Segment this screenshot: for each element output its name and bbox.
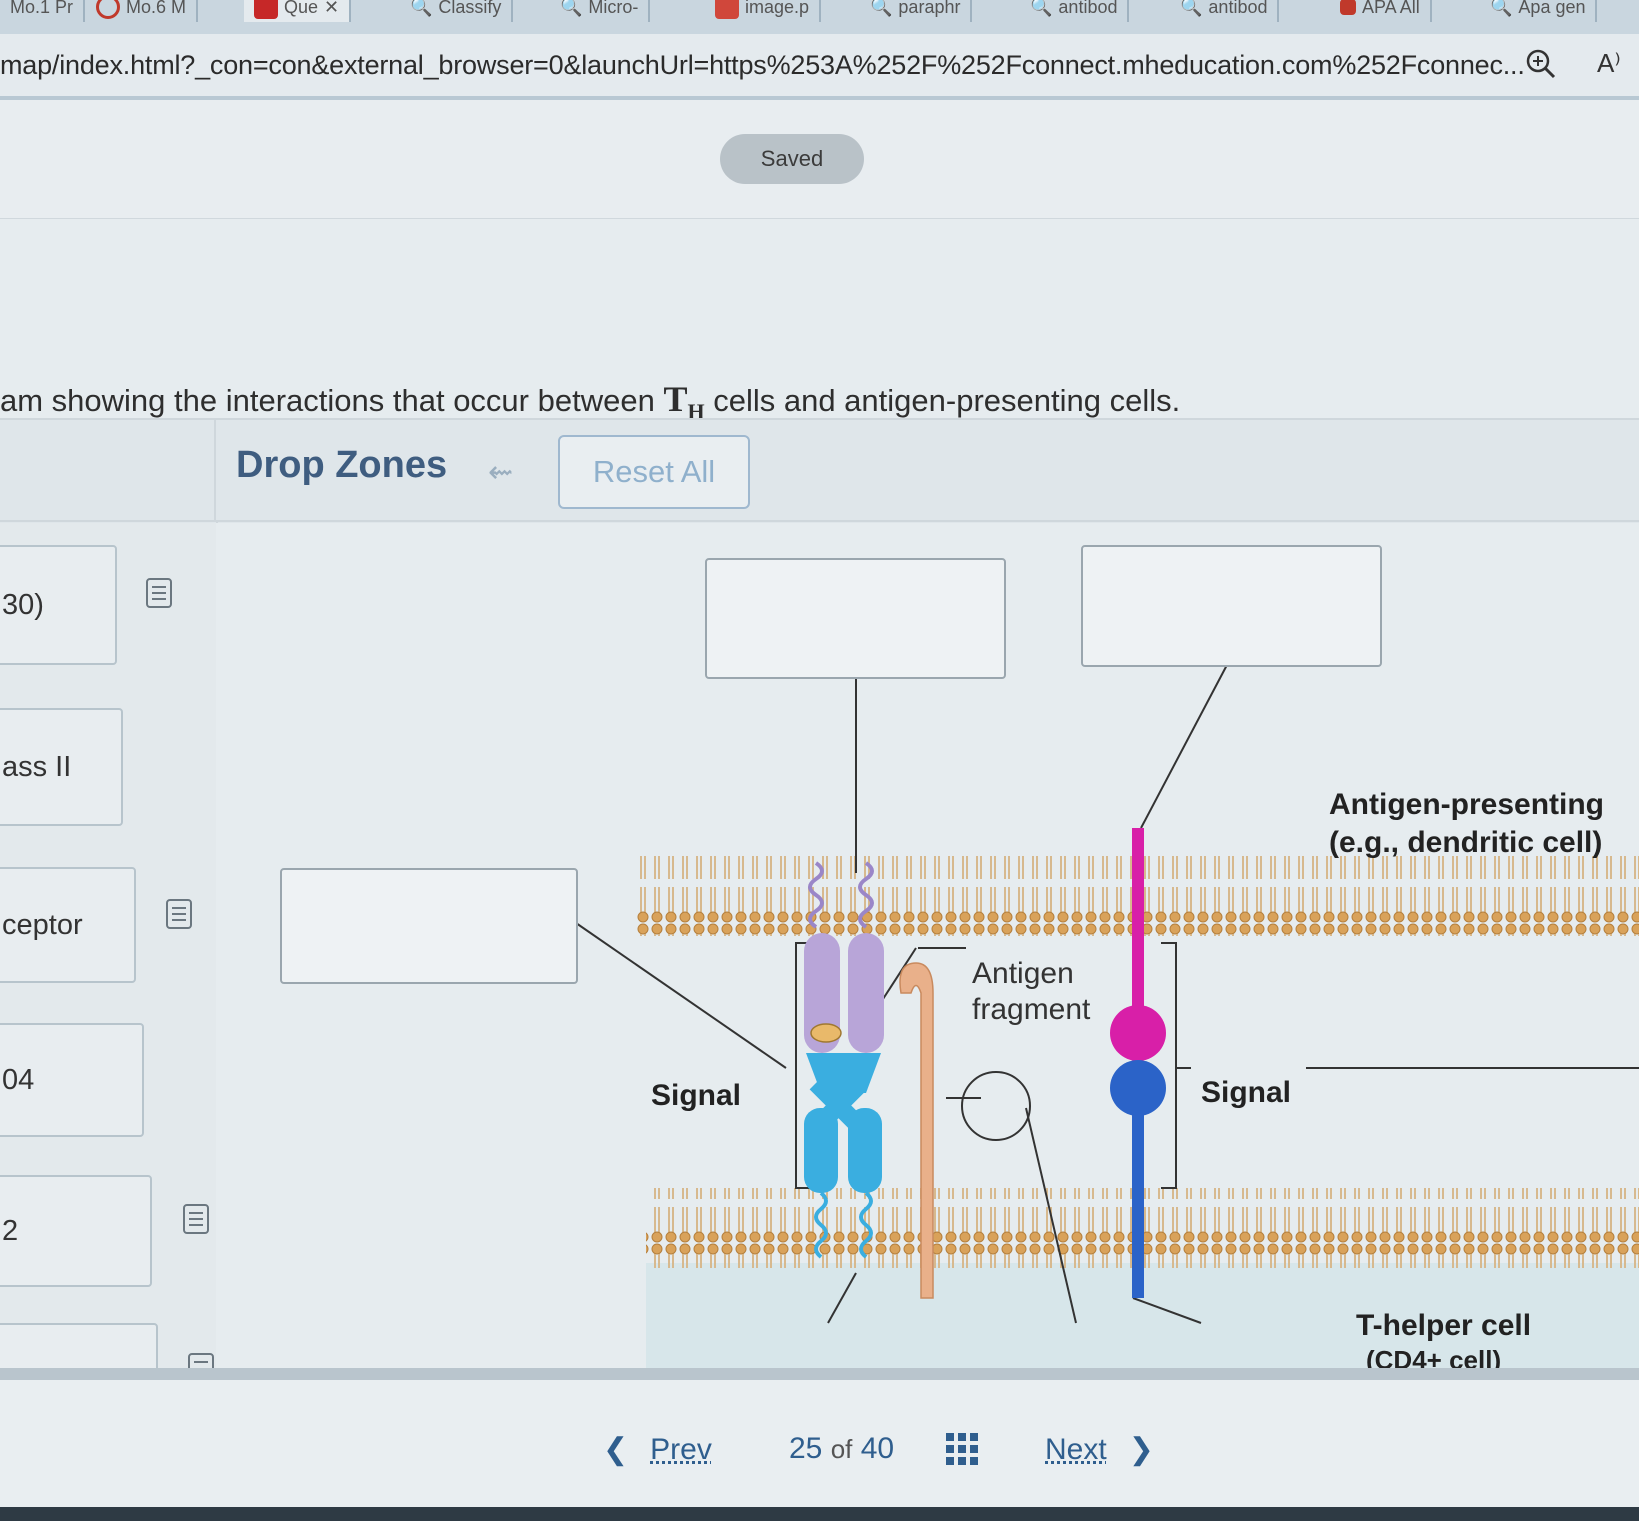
header-band: Saved (0, 100, 1639, 219)
zoom-icon[interactable] (1523, 46, 1557, 80)
browser-tab[interactable]: APA All (1330, 0, 1432, 22)
read-aloud-icon[interactable]: A⁾ (1597, 48, 1621, 78)
diagram-area: Antigen-presenting (e.g., dendritic cell… (216, 523, 1639, 1368)
divider (214, 420, 216, 520)
chevron-left-icon: ❮ (603, 1433, 629, 1466)
drop-zones-title: Drop Zones (236, 444, 448, 486)
search-icon: 🔍 (560, 0, 583, 17)
tcr-alpha (804, 1108, 838, 1193)
browser-tab[interactable]: 🔍Apa gen (1480, 0, 1598, 22)
antigen-label: Antigen (972, 957, 1074, 990)
browser-tab[interactable]: 🔍antibod (1170, 0, 1280, 22)
drop-zone[interactable] (280, 868, 578, 984)
search-icon: 🔍 (1030, 0, 1053, 17)
reset-all-button[interactable]: Reset All (558, 435, 750, 509)
mhc-ii-beta (848, 933, 884, 1053)
browser-tab[interactable]: 🔍Micro- (550, 0, 651, 22)
content-bottom-border (0, 1368, 1639, 1380)
chevron-right-icon: ❯ (1128, 1433, 1154, 1466)
costim-stalk-top (1132, 828, 1144, 1038)
next-button[interactable]: Next ❯ (1045, 1432, 1154, 1467)
divider (0, 520, 1639, 522)
search-icon: 🔍 (1490, 0, 1513, 17)
costim-stalk-bottom (1132, 1088, 1144, 1298)
t-helper-label: T-helper cell (1356, 1309, 1532, 1342)
url-text[interactable]: map/index.html?_con=con&external_browser… (0, 50, 1525, 80)
mheducation-icon (254, 0, 278, 19)
draggable-option[interactable]: 2 (0, 1175, 152, 1287)
question-navigation: ❮ Prev 25 of 40 Next ❯ (0, 1380, 1639, 1507)
antigen-peptide (810, 1023, 842, 1043)
saved-status-badge: Saved (720, 134, 864, 184)
apc-label: Antigen-presenting (1329, 788, 1604, 821)
tab-close-icon[interactable]: ✕ (324, 0, 340, 17)
browser-tab[interactable]: 🔍Classify (400, 0, 514, 22)
browser-tab[interactable]: Mo.6 M (86, 0, 199, 22)
search-icon: 🔍 (870, 0, 893, 17)
divider (0, 418, 1639, 420)
browser-tab-active[interactable]: Que✕ (244, 0, 352, 22)
camera-icon (715, 0, 739, 19)
os-taskbar (0, 1507, 1639, 1521)
browser-tab[interactable]: Mo.1 Pr (0, 0, 86, 22)
content-spacer (0, 219, 1639, 419)
draggable-option[interactable]: ceptor (0, 867, 136, 983)
browser-tab[interactable]: 🔍antibod (1020, 0, 1130, 22)
document-icon[interactable] (166, 899, 192, 929)
signal-label-left: Signal (651, 1079, 742, 1112)
grid-view-icon[interactable] (945, 1432, 979, 1466)
page-indicator: 25 of 40 (789, 1432, 895, 1465)
search-icon: 🔍 (1180, 0, 1203, 17)
t-helper-label-sub: (CD4+ cell) (1366, 1345, 1502, 1368)
browser-tab-strip: Mo.1 Pr Mo.6 M Que✕ 🔍Classify 🔍Micro- im… (0, 0, 1639, 34)
drop-zone[interactable] (1081, 545, 1382, 667)
browser-tab[interactable]: 🔍paraphr (860, 0, 973, 22)
option-list: 30) ass II ceptor 04 2 (0, 523, 216, 1403)
empty-circle (961, 1071, 1031, 1141)
draggable-option[interactable]: ass II (0, 708, 123, 826)
mhc-ii-alpha (804, 933, 840, 1053)
address-bar[interactable]: map/index.html?_con=con&external_browser… (0, 34, 1639, 100)
tcr-beta (848, 1108, 882, 1193)
th-symbol: TH (663, 379, 705, 425)
draggable-option[interactable]: 30) (0, 545, 117, 665)
costim-apc-knob (1110, 1005, 1166, 1061)
search-icon: 🔍 (410, 0, 433, 17)
cd4-coreceptor (899, 962, 934, 1299)
antigen-label-sub: fragment (972, 993, 1091, 1026)
prev-button[interactable]: ❮ Prev (603, 1432, 712, 1467)
question-prompt: am showing the interactions that occur b… (0, 379, 1181, 425)
bookmark-icon (1340, 0, 1356, 15)
draggable-option[interactable]: 04 (0, 1023, 144, 1137)
mcgraw-icon (96, 0, 120, 19)
document-icon[interactable] (146, 578, 172, 608)
drop-zone[interactable] (705, 558, 1006, 679)
browser-tab[interactable]: image.p (705, 0, 822, 22)
document-icon[interactable] (183, 1204, 209, 1234)
signal-label-right: Signal (1201, 1076, 1292, 1109)
cell-interaction-diagram (575, 662, 1639, 1368)
undo-icon[interactable]: ⇜ (488, 456, 514, 489)
apc-label-sub: (e.g., dendritic cell) (1329, 826, 1603, 859)
